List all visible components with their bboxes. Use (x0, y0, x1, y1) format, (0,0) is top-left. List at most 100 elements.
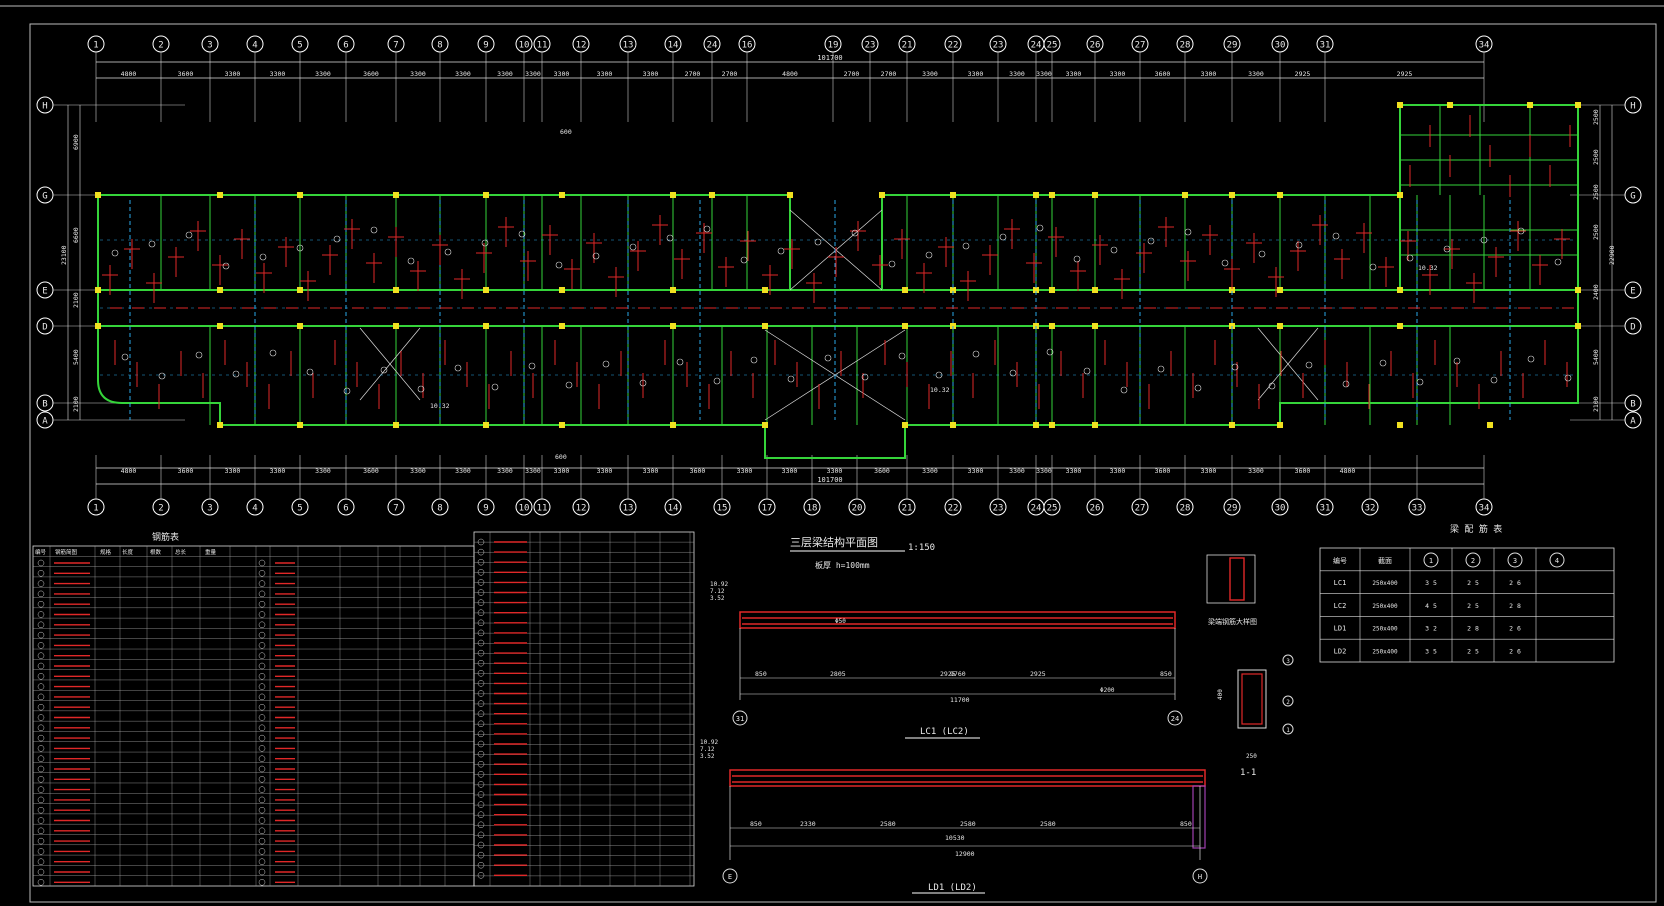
note-phi200: Φ200 (1100, 687, 1115, 694)
rebar-bubble (898, 352, 906, 360)
tbl-num-bubble (477, 558, 485, 566)
dim-overall-top: 101700 (817, 54, 842, 62)
rebar-bubble (962, 242, 970, 250)
axis-label-bottom-26: 26 (1090, 504, 1101, 514)
dim-bottom: 3300 (525, 467, 541, 475)
hanger-outline (1206, 554, 1256, 604)
dim-top: 3300 (597, 70, 613, 78)
axis-label-bottom-32: 32 (1365, 504, 1376, 514)
dim-right-total: 22900 (1608, 245, 1616, 265)
beam-bottom-dim-text: 2580 (1040, 820, 1056, 828)
level-mark: 10.32 (930, 386, 950, 394)
column (95, 192, 101, 198)
dim-top: 3300 (554, 70, 570, 78)
detail-grid-label: E (728, 873, 732, 881)
tbl-num-bubble (258, 827, 266, 835)
rebar-bubble (740, 256, 748, 264)
column (393, 192, 399, 198)
rebar-bubble (1073, 255, 1081, 263)
tbl-num-bubble (37, 806, 45, 814)
schedule-frame (1319, 547, 1615, 663)
beam-top-span: 9760 (950, 670, 966, 678)
tbl-num-bubble (477, 750, 485, 758)
dim-overall-bottom: 101700 (817, 476, 842, 484)
level-top: 3.52 (710, 595, 725, 602)
tbl-num-bubble (477, 710, 485, 717)
axis-label-bottom-12: 12 (576, 504, 587, 514)
schedule-header-bubble (1465, 552, 1481, 568)
dim-top: 3300 (922, 70, 938, 78)
rebar-bubble (1295, 241, 1303, 249)
rebar-bubble (1036, 224, 1044, 232)
column (670, 422, 676, 428)
rebar-bubble (750, 356, 758, 364)
section-bubble-label: 3 (1286, 658, 1290, 665)
rebar-bubble (1120, 386, 1128, 394)
tbl-num-bubble (37, 776, 45, 783)
dim-right: 2500 (1592, 149, 1600, 165)
drawing-title: 三层梁结构平面图 (790, 535, 878, 549)
dim-top: 2925 (1295, 70, 1311, 78)
column (1575, 323, 1581, 329)
detail-label-top: LC1 (LC2) (920, 727, 969, 737)
tbl-num-bubble (37, 796, 45, 804)
tbl-num-bubble (477, 720, 485, 728)
column (297, 323, 303, 329)
tbl-num-bubble (477, 599, 485, 606)
column (950, 192, 956, 198)
rebar-bubble (1517, 227, 1525, 235)
beam-top-outline (739, 611, 1176, 629)
column (1397, 422, 1403, 428)
rebar-bubble (666, 234, 674, 242)
wall-south (97, 195, 1490, 459)
axis-label-top-25: 25 (1047, 41, 1058, 51)
column (483, 192, 489, 198)
rebar-bubble (703, 225, 711, 233)
row-label-left-E: E (42, 287, 47, 297)
wall-north (98, 104, 1579, 404)
row-label-right-D: D (1630, 323, 1635, 333)
rebar-bubble (814, 238, 822, 246)
axis-label-bottom-24: 24 (1031, 504, 1042, 514)
column (787, 192, 793, 198)
column (762, 287, 768, 293)
rebar-bubble (787, 375, 795, 383)
dim-top: 3600 (1155, 70, 1171, 78)
axis-label-top-4: 4 (252, 41, 257, 51)
rebar-bubble (1332, 232, 1340, 240)
dim-top: 3300 (315, 70, 331, 78)
tbl-num-bubble (258, 796, 266, 804)
section-bubble (1282, 654, 1294, 666)
tbl-num-bubble (477, 730, 485, 738)
schedule-cell: 2 8 (1509, 602, 1521, 610)
rebar-bubble (417, 385, 425, 393)
tbl-num-bubble (37, 714, 45, 721)
axis-label-top-30: 30 (1275, 41, 1286, 51)
axis-label-top-23: 23 (865, 41, 876, 51)
dim-top: 2925 (1397, 70, 1413, 78)
tbl-num-bubble (477, 609, 485, 616)
rebar-bubble (935, 371, 943, 379)
level-bottom: 3.52 (700, 753, 715, 760)
column (670, 323, 676, 329)
rebar-bubble (121, 353, 129, 361)
rebar-bubble (407, 257, 415, 265)
axis-label-bottom-15: 15 (717, 504, 728, 514)
rebar-bubble (148, 240, 156, 248)
dim-top: 3300 (270, 70, 286, 78)
dim-bottom: 3600 (363, 467, 379, 475)
schedule-header-bubble (1549, 552, 1565, 568)
column (1277, 422, 1283, 428)
row-label-left-H: H (42, 102, 47, 112)
tbl-num-bubble (477, 629, 485, 637)
section-bubble-label: 1 (1286, 727, 1290, 734)
tbl-num-bubble (258, 879, 266, 886)
axis-label-bottom-1: 1 (93, 504, 98, 514)
column (393, 287, 399, 293)
level-bottom: 10.92 (700, 739, 718, 746)
dim-left: 6600 (72, 227, 80, 243)
